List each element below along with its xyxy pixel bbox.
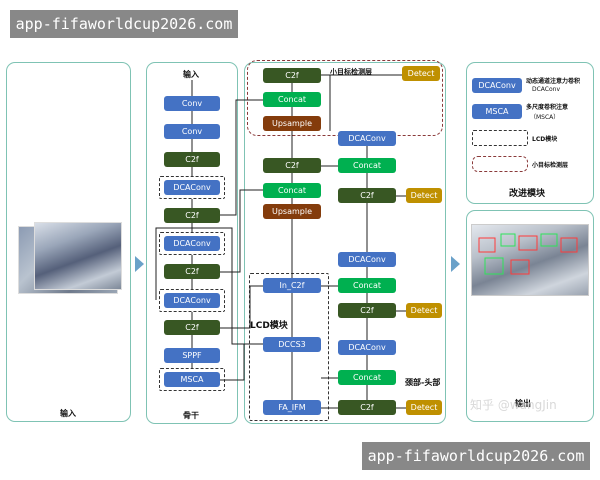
detect-head-4: Detect — [406, 400, 442, 415]
backbone-conv-1: Conv — [164, 96, 220, 111]
legend-lcd-desc: LCD模块 — [532, 136, 558, 143]
improved-label: 改进模块 — [509, 189, 546, 199]
neck-c2f-r2: C2f — [338, 303, 396, 318]
legend-msca-desc: 多尺度卷积注意 — [526, 104, 569, 111]
credit-label: 知乎 @wangJin — [470, 398, 557, 412]
watermark-bottom: app-fifaworldcup2026.com — [362, 442, 590, 470]
detection-boxes — [478, 233, 578, 275]
backbone-c2f-3: C2f — [164, 264, 220, 279]
neck-c2f-mid: C2f — [263, 158, 321, 173]
neck-c2f-top: C2f — [263, 68, 321, 83]
watermark-top: app-fifaworldcup2026.com — [10, 10, 238, 38]
legend-small-desc: 小目标检测层 — [532, 162, 569, 169]
legend-msca-node: MSCA — [472, 104, 522, 119]
neck-c2f-r1: C2f — [338, 188, 396, 203]
neck-dcaconv-2: DCAConv — [338, 252, 396, 267]
neck-dcaconv-3: DCAConv — [338, 340, 396, 355]
neck-fa-ifm: FA_IFM — [263, 400, 321, 415]
lcd-label: LCD模块 — [250, 321, 288, 331]
legend-lcd-swatch — [472, 130, 528, 146]
neck-concat-r3: Concat — [338, 370, 396, 385]
detect-head-3: Detect — [406, 303, 442, 318]
small-target-label: 小目标检测层 — [330, 68, 372, 76]
neck-c2f-r3: C2f — [338, 400, 396, 415]
backbone-c2f-2: C2f — [164, 208, 220, 223]
neck-dccs3: DCCS3 — [263, 337, 321, 352]
legend-msca-desc2: （MSCA） — [530, 114, 560, 121]
backbone-msca: MSCA — [164, 372, 220, 387]
backbone-c2f-1: C2f — [164, 152, 220, 167]
neck-head-label: 颈部-头部 — [405, 378, 441, 387]
detect-head-1: Detect — [402, 66, 440, 81]
backbone-label: 骨干 — [183, 411, 199, 420]
backbone-sppf: SPPF — [164, 348, 220, 363]
arrow-neck-improved — [451, 256, 460, 272]
backbone-dcaconv-1: DCAConv — [164, 180, 220, 195]
dcaconv-highlight-1 — [159, 176, 225, 199]
backbone-input-label: 输入 — [183, 70, 199, 79]
input-image-front — [34, 222, 122, 290]
neck-concat-mid: Concat — [263, 183, 321, 198]
neck-upsample-mid: Upsample — [263, 204, 321, 219]
backbone-c2f-4: C2f — [164, 320, 220, 335]
msca-highlight — [159, 368, 225, 391]
neck-upsample-top: Upsample — [263, 116, 321, 131]
legend-small-swatch — [472, 156, 528, 172]
neck-concat-r2: Concat — [338, 278, 396, 293]
neck-in-c2f: In_C2f — [263, 278, 321, 293]
dcaconv-highlight-2 — [159, 232, 225, 255]
neck-concat-top: Concat — [263, 92, 321, 107]
backbone-conv-2: Conv — [164, 124, 220, 139]
input-label: 输入 — [60, 409, 76, 418]
neck-dcaconv-1: DCAConv — [338, 131, 396, 146]
dcaconv-highlight-3 — [159, 289, 225, 312]
legend-dcaconv-desc2: DCAConv — [532, 86, 561, 93]
legend-dcaconv-desc: 动态通道注意力卷积 — [526, 78, 581, 85]
legend-dcaconv-node: DCAConv — [472, 78, 522, 93]
arrow-input-backbone — [135, 256, 144, 272]
detect-head-2: Detect — [406, 188, 442, 203]
output-label: 输出 — [515, 399, 531, 408]
neck-concat-r1: Concat — [338, 158, 396, 173]
